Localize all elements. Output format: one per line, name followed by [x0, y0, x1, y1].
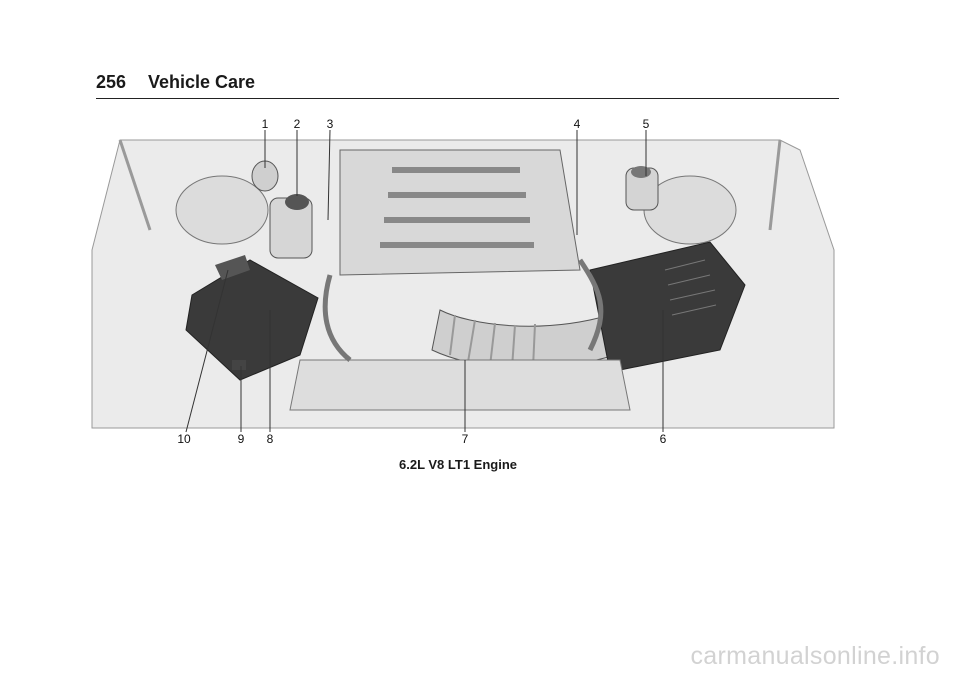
- callout-5: 5: [642, 117, 650, 131]
- callout-10: 10: [177, 432, 191, 446]
- header-divider: [96, 98, 839, 99]
- figure-caption: 6.2L V8 LT1 Engine: [399, 457, 517, 472]
- callout-7: 7: [461, 432, 469, 446]
- callout-9: 9: [237, 432, 245, 446]
- watermark: carmanualsonline.info: [690, 642, 940, 670]
- section-title: Vehicle Care: [148, 72, 256, 92]
- engine-compartment-figure: 1 2 3 4 5 10 9 8 7 6: [0, 110, 960, 450]
- page-number: 256: [96, 72, 127, 92]
- callout-leaders: [185, 129, 664, 433]
- callout-4: 4: [573, 117, 581, 131]
- callout-2: 2: [293, 117, 301, 131]
- callout-6: 6: [659, 432, 667, 446]
- callout-3: 3: [326, 117, 334, 131]
- engine-illustration: [91, 129, 835, 433]
- callout-8: 8: [266, 432, 274, 446]
- callout-1: 1: [261, 117, 269, 131]
